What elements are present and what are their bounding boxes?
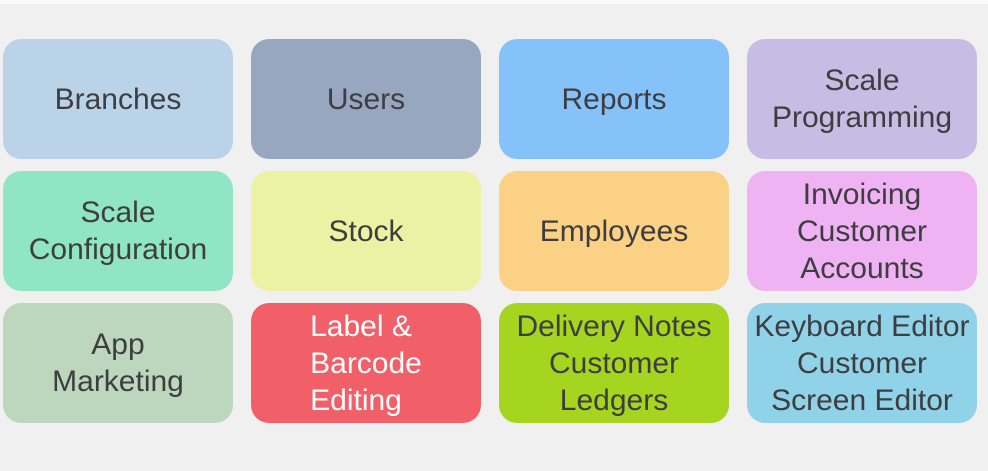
label-line: Keyboard Editor (754, 309, 970, 343)
tile-invoicing-customer-accounts-label: Invoicing Customer Accounts (797, 176, 927, 287)
label-line: Scale (80, 196, 156, 229)
tile-label-barcode-editing[interactable]: Label & Barcode Editing (251, 303, 481, 423)
tile-branches-label: Branches (55, 81, 182, 118)
tile-label-barcode-editing-label: Label & Barcode Editing (310, 308, 422, 419)
tile-reports[interactable]: Reports (499, 39, 729, 159)
label-line: Stock (328, 214, 404, 248)
label-line: Screen Editor (771, 383, 953, 417)
label-line: Customer (548, 346, 680, 380)
label-line: Marketing (52, 365, 184, 398)
tile-scale-programming[interactable]: Scale Programming (747, 39, 977, 159)
label-line: Employees (539, 214, 689, 248)
label-line: Branches (54, 82, 182, 116)
tile-reports-label: Reports (561, 81, 666, 118)
tile-stock[interactable]: Stock (251, 171, 481, 291)
label-line: Customer (796, 346, 928, 380)
label-line: Programming (771, 101, 953, 134)
tile-scale-configuration[interactable]: Scale Configuration (3, 171, 233, 291)
label-line: Barcode (310, 346, 422, 380)
label-line: Invoicing (802, 177, 922, 211)
top-strip (0, 0, 988, 4)
tile-employees[interactable]: Employees (499, 171, 729, 291)
tile-keyboard-editor-customer-screen-editor-label: Keyboard Editor Customer Screen Editor (754, 308, 969, 419)
label-line: Delivery Notes (516, 309, 712, 343)
label-line: Users (326, 82, 406, 116)
tile-stock-label: Stock (328, 213, 403, 250)
tile-branches[interactable]: Branches (3, 39, 233, 159)
tile-users-label: Users (327, 81, 405, 118)
label-line: Scale (824, 64, 900, 97)
tile-scale-programming-label: Scale Programming (772, 62, 952, 136)
label-line: Editing (310, 383, 402, 417)
label-line: Accounts (800, 251, 924, 285)
tile-keyboard-editor-customer-screen-editor[interactable]: Keyboard Editor Customer Screen Editor (747, 303, 977, 423)
label-line: Customer (796, 214, 928, 248)
label-line: App (91, 328, 145, 361)
tile-app-marketing[interactable]: App Marketing (3, 303, 233, 423)
tile-scale-configuration-label: Scale Configuration (29, 194, 207, 268)
tile-employees-label: Employees (540, 213, 688, 250)
label-line: Label & (310, 309, 412, 343)
tile-invoicing-customer-accounts[interactable]: Invoicing Customer Accounts (747, 171, 977, 291)
label-line: Configuration (28, 233, 208, 266)
tile-delivery-notes-customer-ledgers-label: Delivery Notes Customer Ledgers (516, 308, 711, 419)
menu-tile-grid: Branches Users Reports Scale Programming… (3, 39, 977, 423)
tile-app-marketing-label: App Marketing (52, 326, 184, 400)
label-line: Ledgers (559, 383, 669, 417)
tile-users[interactable]: Users (251, 39, 481, 159)
label-line: Reports (561, 82, 667, 116)
tile-delivery-notes-customer-ledgers[interactable]: Delivery Notes Customer Ledgers (499, 303, 729, 423)
